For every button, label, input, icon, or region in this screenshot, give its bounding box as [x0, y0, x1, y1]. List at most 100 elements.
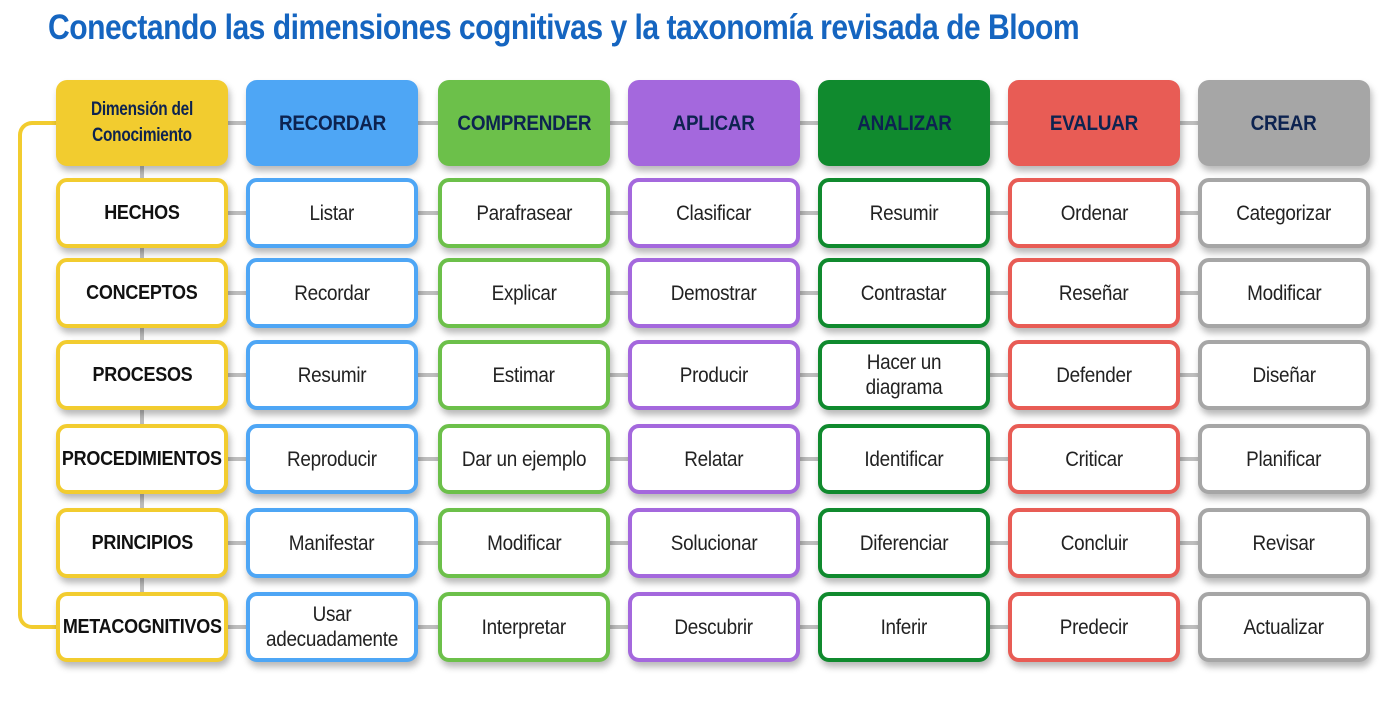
connector-line: [416, 625, 440, 629]
cell-analizar-metacognitivos: Inferir: [818, 592, 990, 662]
connector-line: [416, 373, 440, 377]
connector-line: [798, 625, 820, 629]
connector-line: [1178, 457, 1200, 461]
verb-label: Revisar: [1252, 531, 1316, 555]
verb-label: Resumir: [297, 363, 367, 387]
connector-line: [226, 121, 248, 125]
category-label: EVALUAR: [1049, 111, 1139, 135]
dimension-principios: PRINCIPIOS: [56, 508, 228, 578]
dimension-bracket: [18, 121, 60, 629]
connector-line: [798, 291, 820, 295]
dimension-metacognitivos: METACOGNITIVOS: [56, 592, 228, 662]
cell-crear-procedimientos: Planificar: [1198, 424, 1370, 494]
connector-line: [226, 291, 248, 295]
category-header-crear: CREAR: [1198, 80, 1370, 166]
connector-line: [226, 373, 248, 377]
cell-recordar-procedimientos: Reproducir: [246, 424, 418, 494]
verb-label: Estimar: [492, 363, 556, 387]
connector-line: [798, 541, 820, 545]
verb-label: Contrastar: [861, 281, 947, 305]
cell-crear-procesos: Diseñar: [1198, 340, 1370, 410]
dimension-hechos: HECHOS: [56, 178, 228, 248]
category-label: ANALIZAR: [856, 111, 952, 135]
connector-line: [798, 373, 820, 377]
cell-aplicar-conceptos: Demostrar: [628, 258, 800, 328]
connector-line: [1178, 121, 1200, 125]
diagram-title: Conectando las dimensiones cognitivas y …: [48, 8, 1080, 47]
category-label: RECORDAR: [278, 111, 386, 135]
cell-evaluar-principios: Concluir: [1008, 508, 1180, 578]
verb-label: Actualizar: [1243, 615, 1325, 639]
verb-label: Hacer un diagrama: [865, 351, 943, 399]
cell-evaluar-procesos: Defender: [1008, 340, 1180, 410]
cell-comprender-procesos: Estimar: [438, 340, 610, 410]
category-header-evaluar: EVALUAR: [1008, 80, 1180, 166]
cell-analizar-principios: Diferenciar: [818, 508, 990, 578]
verb-label: Producir: [679, 363, 749, 387]
category-label: COMPRENDER: [457, 111, 591, 135]
connector-line: [416, 457, 440, 461]
connector-line: [608, 121, 630, 125]
connector-line: [608, 291, 630, 295]
connector-line: [988, 291, 1010, 295]
cell-analizar-hechos: Resumir: [818, 178, 990, 248]
dimension-header-line2: Conocimiento: [92, 125, 192, 146]
cell-crear-principios: Revisar: [1198, 508, 1370, 578]
verb-label: Inferir: [880, 615, 928, 639]
cell-analizar-conceptos: Contrastar: [818, 258, 990, 328]
verb-label: Usar adecuadamente: [265, 603, 399, 651]
cell-crear-conceptos: Modificar: [1198, 258, 1370, 328]
cell-analizar-procesos: Hacer un diagrama: [818, 340, 990, 410]
category-label: APLICAR: [672, 111, 756, 135]
cell-aplicar-principios: Solucionar: [628, 508, 800, 578]
cell-evaluar-procedimientos: Criticar: [1008, 424, 1180, 494]
dimension-label: HECHOS: [104, 201, 180, 224]
category-header-analizar: ANALIZAR: [818, 80, 990, 166]
connector-line: [798, 121, 820, 125]
verb-label: Identificar: [864, 447, 944, 471]
verb-label: Concluir: [1060, 531, 1128, 555]
connector-line: [1178, 211, 1200, 215]
connector-line: [988, 121, 1010, 125]
cell-aplicar-procesos: Producir: [628, 340, 800, 410]
cell-comprender-conceptos: Explicar: [438, 258, 610, 328]
cell-recordar-procesos: Resumir: [246, 340, 418, 410]
connector-line: [608, 541, 630, 545]
cell-recordar-principios: Manifestar: [246, 508, 418, 578]
verb-label: Explicar: [491, 281, 557, 305]
cell-comprender-metacognitivos: Interpretar: [438, 592, 610, 662]
connector-line: [226, 541, 248, 545]
dimension-label: CONCEPTOS: [86, 281, 198, 304]
cell-evaluar-hechos: Ordenar: [1008, 178, 1180, 248]
cell-aplicar-procedimientos: Relatar: [628, 424, 800, 494]
verb-label: Categorizar: [1236, 201, 1332, 225]
verb-label: Defender: [1056, 363, 1132, 387]
verb-label: Clasificar: [676, 201, 752, 225]
dimension-header-line1: Dimensión del: [90, 99, 194, 120]
verb-label: Modificar: [486, 531, 562, 555]
dimension-label: PROCEDIMIENTOS: [62, 447, 222, 470]
verb-label: Demostrar: [671, 281, 757, 305]
cell-crear-metacognitivos: Actualizar: [1198, 592, 1370, 662]
dimension-header: Dimensión del Conocimiento: [56, 80, 228, 166]
connector-line: [608, 457, 630, 461]
verb-label: Relatar: [684, 447, 744, 471]
verb-label: Recordar: [294, 281, 370, 305]
connector-line: [416, 121, 440, 125]
connector-line: [1178, 625, 1200, 629]
verb-label: Resumir: [869, 201, 939, 225]
connector-line: [608, 211, 630, 215]
dimension-conceptos: CONCEPTOS: [56, 258, 228, 328]
category-header-aplicar: APLICAR: [628, 80, 800, 166]
verb-label: Planificar: [1246, 447, 1322, 471]
connector-line: [988, 457, 1010, 461]
cell-comprender-procedimientos: Dar un ejemplo: [438, 424, 610, 494]
verb-label: Manifestar: [289, 531, 375, 555]
connector-line: [226, 211, 248, 215]
dimension-label: PRINCIPIOS: [91, 531, 193, 554]
cell-analizar-procedimientos: Identificar: [818, 424, 990, 494]
verb-label: Listar: [309, 201, 355, 225]
verb-label: Ordenar: [1060, 201, 1128, 225]
connector-line: [416, 291, 440, 295]
